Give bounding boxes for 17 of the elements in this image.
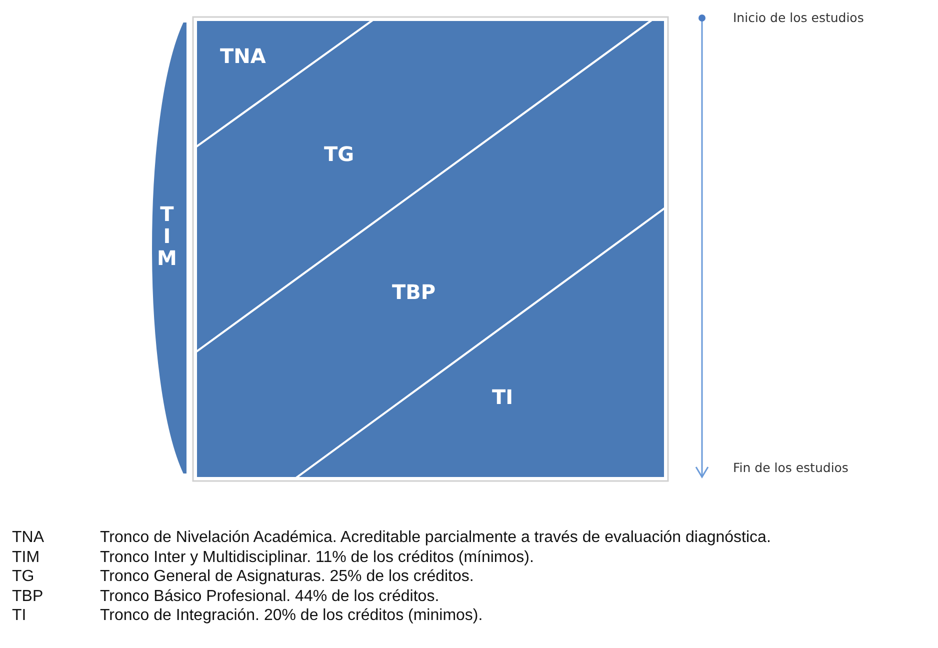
abbreviation-description: Tronco Inter y Multidisciplinar. 11% de los créditos (mínimos).	[100, 550, 534, 566]
abbreviation-description: Tronco General de Asignaturas. 25% de los créditos.	[100, 569, 474, 585]
abbreviation: TNA	[12, 530, 44, 546]
section-label: TG	[324, 144, 354, 164]
abbreviation-description: Tronco de Nivelación Académica. Acreditable parcialmente a través de evaluación diagnóstica.	[100, 530, 771, 546]
section-label: TBP	[392, 282, 436, 302]
timeline-label: Inicio de los estudios	[733, 10, 864, 25]
abbreviation: TIM	[12, 550, 40, 566]
timeline-label: Fin de los estudios	[733, 460, 848, 475]
abbreviation: TG	[12, 569, 34, 585]
section-label: TIM	[157, 203, 177, 269]
section-label: TNA	[220, 46, 266, 66]
abbreviation-description: Tronco Básico Profesional. 44% de los créditos.	[100, 589, 440, 605]
section-label: TI	[492, 387, 514, 407]
abbreviation: TI	[12, 608, 26, 624]
abbreviation: TBP	[12, 589, 44, 605]
abbreviation-description: Tronco de Integración. 20% de los créditos (minimos).	[100, 608, 483, 624]
